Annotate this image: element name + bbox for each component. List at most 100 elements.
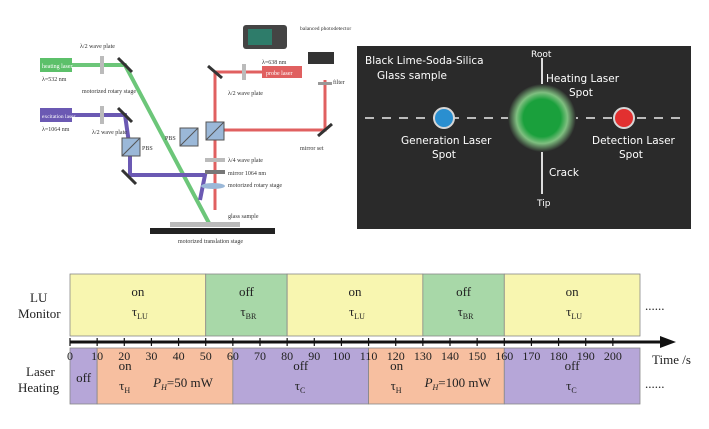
root-label: Root <box>531 50 552 60</box>
heat-label-line1: Laser <box>26 364 56 379</box>
excitation-laser-box <box>40 108 72 122</box>
heat-segment-1 <box>96 347 234 405</box>
excitation-laser-label: excitation laser <box>42 114 76 120</box>
glass-sample-label: glass sample <box>228 214 259 220</box>
mirror-top-left <box>116 56 134 74</box>
glass-sample <box>170 222 240 227</box>
probe-laser-label: probe laser <box>266 71 293 77</box>
sample-title-line2: Glass sample <box>377 70 447 82</box>
filter-label: filter <box>333 79 345 86</box>
axis-tick-label-6: 60 <box>227 349 239 363</box>
mirror-1064-label: mirror 1064 nm <box>228 171 266 177</box>
heat-segment-power-1: PH=50 mW <box>152 375 213 392</box>
quarter-wave-label: λ/4 wave plate <box>228 158 263 164</box>
heat-ellipsis: ...... <box>645 376 665 391</box>
lu-segment-1 <box>205 273 288 337</box>
axis-tick-label-1: 10 <box>91 349 103 363</box>
mirror-mid-left <box>116 106 134 124</box>
axis-tick-label-0: 0 <box>67 349 73 363</box>
half-wave-mid-label: λ/2 wave plate <box>92 130 127 136</box>
heat-segment-state-0: off <box>76 370 92 385</box>
axis-tick-label-17: 170 <box>522 349 540 363</box>
heat-segment-tau-1: τH <box>119 378 130 395</box>
half-wave-plate-mid <box>100 106 104 124</box>
axis-tick-label-10: 100 <box>332 349 350 363</box>
lu-segment-2 <box>286 273 424 337</box>
heating-wavelength: λ=532 nm <box>42 77 67 83</box>
probe-laser-box <box>262 66 302 78</box>
heating-spot-label-1: Heating Laser <box>546 73 620 85</box>
excitation-wavelength: λ=1064 nm <box>42 127 70 133</box>
probe-wavelength: λ=638 nm <box>262 60 287 66</box>
oscilloscope-screen <box>248 29 272 45</box>
pbs-left-diagonal <box>121 137 141 157</box>
heat-label-line2: Heating <box>18 380 60 395</box>
probe-beam <box>213 70 327 132</box>
heat-segment-state-2: off <box>293 358 309 373</box>
axis-tick-label-16: 160 <box>495 349 513 363</box>
lu-ellipsis: ...... <box>645 298 665 313</box>
axis-tick-label-13: 130 <box>414 349 432 363</box>
generation-laser-spot <box>433 107 455 129</box>
lu-segment-state-3: off <box>456 284 472 299</box>
quarter-wave-plate <box>205 158 225 162</box>
lu-segment-state-2: on <box>349 284 363 299</box>
axis-tick-label-9: 90 <box>308 349 320 363</box>
lu-segment-state-1: off <box>239 284 255 299</box>
heat-segment-state-4: off <box>565 358 581 373</box>
sample-title-line1: Black Lime-Soda-Silica <box>365 55 484 67</box>
mirror-lower-left <box>120 168 138 186</box>
tip-label: Tip <box>536 199 551 209</box>
lu-segment-3 <box>422 273 505 337</box>
half-wave-top-label: λ/2 wave plate <box>80 44 115 50</box>
balanced-detector-label: balanced photodetector <box>300 26 351 32</box>
generation-spot-label-2: Spot <box>432 149 456 161</box>
pbs-left-label: PBS <box>142 146 153 152</box>
detection-laser-spot <box>613 107 635 129</box>
lu-label-line2: Monitor <box>18 306 61 321</box>
time-axis-label: Time /s <box>652 352 691 367</box>
half-wave-right-label: λ/2 wave plate <box>228 91 263 97</box>
laser-spot-svg: Root Tip Black Lime-Soda-Silica Glass sa… <box>365 50 683 209</box>
lu-label-line1: LU <box>30 290 48 305</box>
heat-segment-tau-4: τC <box>566 378 577 395</box>
mirror-1064-element <box>205 170 225 174</box>
heat-segment-0 <box>69 347 98 405</box>
photodetector-box <box>308 52 334 64</box>
axis-tick-label-11: 110 <box>360 349 378 363</box>
axis-tick-label-4: 40 <box>173 349 185 363</box>
axis-tick-label-15: 150 <box>468 349 486 363</box>
axis-tick-label-19: 190 <box>577 349 595 363</box>
half-wave-plate-right <box>242 64 246 80</box>
axis-tick-label-12: 120 <box>387 349 405 363</box>
axis-tick-label-14: 140 <box>441 349 459 363</box>
filter-element <box>318 82 332 85</box>
lu-segment-state-4: on <box>566 284 580 299</box>
lu-segment-4 <box>503 273 641 337</box>
heat-segment-power-3: PH=100 mW <box>424 375 492 392</box>
heat-segment-tau-3: τH <box>391 378 402 395</box>
axis-tick-label-3: 30 <box>145 349 157 363</box>
heat-segment-2 <box>232 347 369 405</box>
axis-tick-label-5: 50 <box>200 349 212 363</box>
mirror-probe-top <box>207 64 223 80</box>
crack-label: Crack <box>549 167 580 179</box>
excitation-beam <box>70 113 208 201</box>
pbs-probe-diagonal <box>205 121 225 141</box>
half-wave-plate-top <box>100 56 104 74</box>
axis-arrowhead <box>660 336 676 348</box>
heating-laser-box <box>40 58 72 72</box>
motorized-rotary-bottom-label: motorized rotary stage <box>228 183 282 189</box>
axis-tick-label-2: 20 <box>118 349 130 363</box>
translation-stage-label: motorized translation stage <box>178 239 243 245</box>
generation-spot-label-1: Generation Laser <box>401 135 492 147</box>
heat-segment-tau-2: τC <box>295 378 306 395</box>
heat-segment-4 <box>503 347 641 405</box>
axis-tick-label-18: 180 <box>550 349 568 363</box>
lens <box>201 183 225 189</box>
heat-segment-state-1: on <box>119 358 133 373</box>
